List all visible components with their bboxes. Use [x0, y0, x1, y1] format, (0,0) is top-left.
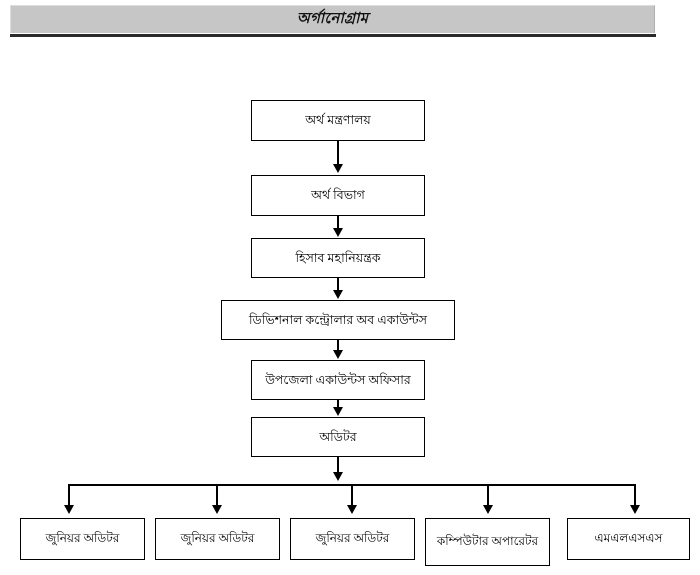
org-node-label: উপজেলা একাউন্টস অফিসার	[265, 372, 411, 387]
org-node-divisional-controller-accounts[interactable]: ডিভিশনাল কন্ট্রোলার অব একাউন্টস	[221, 300, 455, 340]
org-node-auditor[interactable]: অডিটর	[251, 417, 425, 457]
connector-bus-to-junior-auditor-2	[216, 484, 218, 508]
connector-auditor-to-bus	[337, 457, 339, 475]
org-node-upazila-accounts-officer[interactable]: উপজেলা একাউন্টস অফিসার	[251, 360, 425, 400]
org-node-label: অর্থ বিভাগ	[311, 188, 365, 203]
arrowhead-icon	[347, 505, 357, 514]
org-node-label: অডিটর	[319, 429, 357, 444]
arrowhead-icon	[333, 290, 343, 299]
org-node-ministry-of-finance[interactable]: অর্থ মন্ত্রণালয়	[251, 100, 425, 141]
arrowhead-icon	[483, 505, 493, 514]
org-node-label: জুনিয়র অডিটর	[315, 531, 390, 546]
arrowhead-icon	[630, 505, 640, 514]
org-node-label: হিসাব মহানিয়ন্ত্রক	[295, 250, 381, 265]
org-node-label: জুনিয়র অডিটর	[180, 531, 255, 546]
org-node-junior-auditor-2[interactable]: জুনিয়র অডিটর	[155, 518, 280, 560]
connector-uao-to-auditor	[337, 400, 339, 410]
org-node-junior-auditor-1[interactable]: জুনিয়র অডিটর	[20, 518, 145, 560]
arrowhead-icon	[333, 472, 343, 481]
arrowhead-icon	[64, 505, 74, 514]
org-node-mlss[interactable]: এমএলএসএস	[567, 518, 690, 560]
org-node-controller-general-accounts[interactable]: হিসাব মহানিয়ন্ত্রক	[251, 238, 425, 278]
connector-dca-to-uao	[337, 340, 339, 352]
connector-cga-to-dca	[337, 278, 339, 292]
org-node-label: কম্পিউটার অপারেটর	[436, 534, 539, 549]
org-node-junior-auditor-3[interactable]: জুনিয়র অডিটর	[290, 518, 415, 560]
org-node-finance-division[interactable]: অর্থ বিভাগ	[251, 175, 425, 216]
connector-division-to-cga	[337, 216, 339, 230]
org-node-computer-operator[interactable]: কম্পিউটার অপারেটর	[425, 518, 550, 566]
connector-bus-to-mlss	[634, 484, 636, 508]
connector-bus-to-computer-operator	[487, 484, 489, 508]
arrowhead-icon	[333, 228, 343, 237]
header-divider	[10, 34, 656, 37]
page-title: অর্গানোগ্রাম	[296, 11, 369, 27]
header-bar: অর্গানোগ্রাম	[10, 5, 655, 33]
org-node-label: ডিভিশনাল কন্ট্রোলার অব একাউন্টস	[248, 312, 428, 327]
arrowhead-icon	[212, 505, 222, 514]
connector-ministry-to-division	[337, 141, 339, 167]
org-node-label: জুনিয়র অডিটর	[45, 531, 120, 546]
arrowhead-icon	[333, 164, 343, 173]
arrowhead-icon	[333, 350, 343, 359]
org-node-label: অর্থ মন্ত্রণালয়	[305, 113, 371, 128]
connector-bus-to-junior-auditor-1	[68, 484, 70, 508]
arrowhead-icon	[333, 407, 343, 416]
org-node-label: এমএলএসএস	[594, 531, 663, 546]
connector-bus-to-junior-auditor-3	[351, 484, 353, 508]
